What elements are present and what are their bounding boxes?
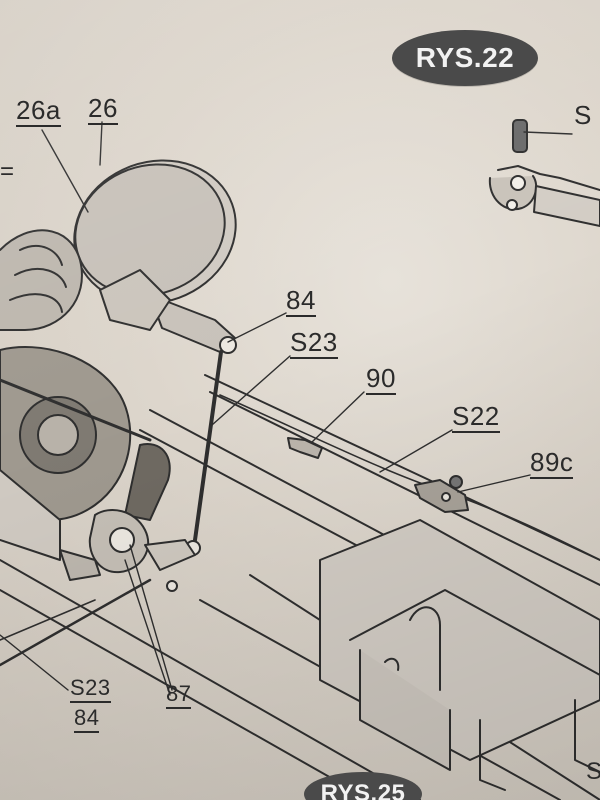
callout-84-bottom: 84 <box>74 706 100 733</box>
leader-lines <box>0 121 573 691</box>
left-mechanism <box>0 229 196 592</box>
edge-fragment-right-top: S <box>574 100 592 130</box>
cross-member <box>319 519 600 791</box>
callout-90: 90 <box>366 363 396 395</box>
callout-26a: 26a <box>16 95 61 127</box>
figure-badge-rys22: RYS.22 <box>392 30 538 86</box>
callout-89c: 89c <box>530 447 574 479</box>
callout-s22: S22 <box>452 401 500 433</box>
pedal-disc <box>73 159 237 319</box>
callout-87: 87 <box>166 682 192 709</box>
lower-rods <box>0 559 171 696</box>
cable-s22 <box>219 394 600 561</box>
callout-26: 26 <box>88 93 118 125</box>
figure-badge-rys25-partial: RYS.25 <box>304 772 422 800</box>
callout-84-top: 84 <box>286 285 316 317</box>
edge-fragment-right-bottom: S <box>586 758 600 785</box>
rod-end-assembly <box>488 119 600 227</box>
edge-fragment-left-mark: = <box>0 158 15 185</box>
lever-and-rod <box>149 294 237 556</box>
callout-s23-top: S23 <box>290 327 338 359</box>
callout-s23-bottom: S23 <box>70 676 111 703</box>
